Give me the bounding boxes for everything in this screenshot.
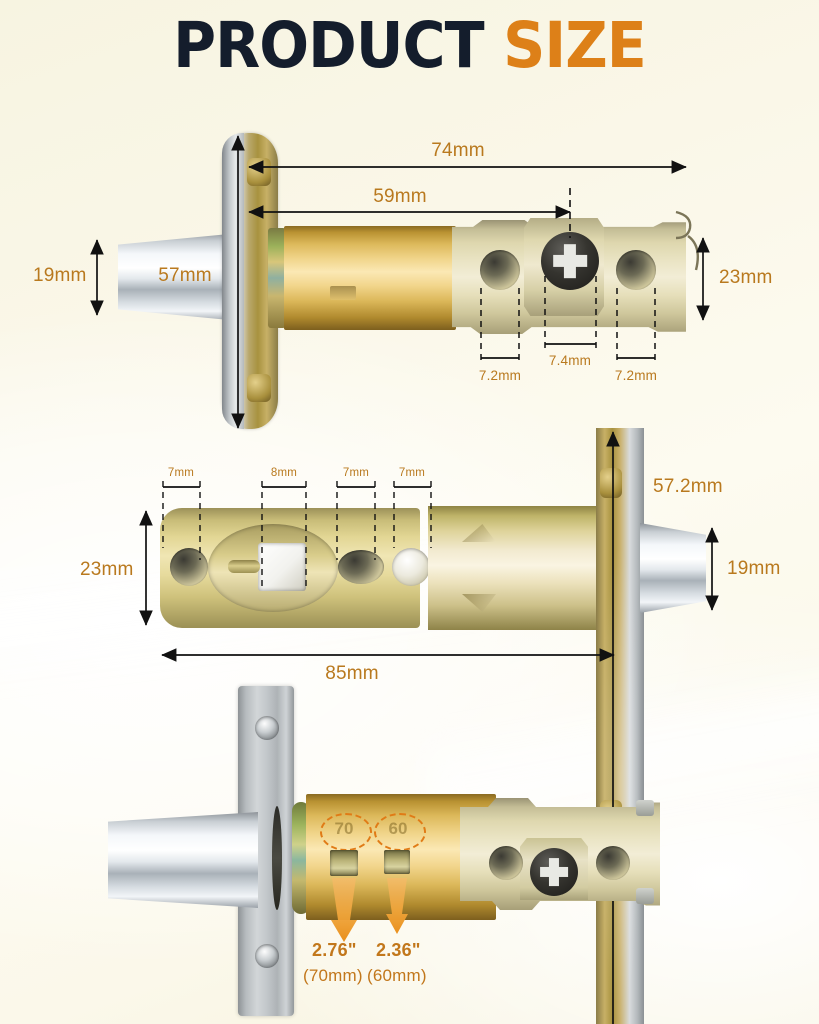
- dim-label-7mm-c: 7mm: [398, 467, 426, 479]
- cross-drive-socket-3: [530, 848, 578, 896]
- marking-window-60-3: [384, 850, 410, 874]
- page-title-word-product: PRODUCT: [173, 9, 484, 82]
- latch-body-brass-1: [284, 226, 456, 330]
- dim-label-7-2mm-left: 7.2mm: [478, 368, 522, 383]
- faceplate-boss-top-1: [247, 158, 271, 186]
- tail-hole-right-1: [616, 250, 656, 290]
- latch-bolt-chrome-2: [640, 523, 706, 613]
- faceplate-2-clip: [596, 428, 644, 1024]
- latch-seam-ring-3: [272, 806, 282, 910]
- housing-square-hole-2: [258, 543, 306, 591]
- housing-pin-2: [228, 560, 260, 573]
- callout-metric-70: (70mm): [303, 966, 363, 985]
- body-stamp-1: [330, 286, 356, 300]
- dim-label-57-2mm: 57.2mm: [653, 476, 723, 497]
- callout-inches-70: 2.76": [312, 940, 357, 960]
- latch-bolt-chrome-3: [108, 812, 258, 908]
- callout-metric-60: (60mm): [367, 966, 427, 985]
- dim-label-7mm-b: 7mm: [342, 467, 370, 479]
- faceplate-rim-1: [222, 133, 244, 429]
- dim-label-23mm-tail: 23mm: [719, 267, 773, 288]
- housing-hole-right-2: [392, 548, 430, 586]
- dim-label-74mm: 74mm: [431, 140, 485, 161]
- dim-label-23mm-housing: 23mm: [80, 559, 134, 580]
- dim-label-7mm-a: 7mm: [167, 467, 195, 479]
- dim-label-19mm-bolt-2: 19mm: [727, 558, 781, 579]
- marking-stamp-70-3: 70: [334, 819, 354, 838]
- faceplate-screwhole-top-3: [255, 716, 279, 740]
- dim-label-19mm-bolt: 19mm: [33, 265, 87, 286]
- tail-hole-left-3: [489, 846, 523, 880]
- dim-label-7-2mm-right: 7.2mm: [614, 368, 658, 383]
- tail-clip-bottom-3: [636, 888, 654, 904]
- dim-label-57mm: 57mm: [158, 265, 212, 286]
- dim-label-7-4mm: 7.4mm: [548, 353, 592, 368]
- latch-collar-3: [292, 802, 310, 914]
- dim-label-59mm: 59mm: [373, 186, 427, 207]
- tail-hole-left-1: [480, 250, 520, 290]
- marking-window-70-3: [330, 850, 358, 876]
- faceplate-round-2: [596, 428, 644, 1024]
- marking-stamp-60-3: 60: [388, 819, 408, 838]
- housing-hole-left-2: [170, 548, 208, 586]
- dim-label-8mm: 8mm: [270, 467, 298, 479]
- housing-hole-mid-2: [338, 550, 384, 584]
- page-title: PRODUCT SIZE: [29, 14, 791, 77]
- faceplate-boss-bottom-1: [247, 374, 271, 402]
- faceplate-screwhole-bottom-3: [255, 944, 279, 968]
- callout-inches-60: 2.36": [376, 940, 421, 960]
- dim-label-85mm: 85mm: [325, 663, 379, 684]
- latch-collar-1: [268, 228, 286, 328]
- tail-hole-right-3: [596, 846, 630, 880]
- latch-body-brass-2: [428, 506, 608, 630]
- faceplate-boss-top-2: [600, 468, 622, 498]
- cross-drive-socket-1: [541, 232, 599, 290]
- page-title-word-size: SIZE: [503, 9, 647, 82]
- tail-clip-top-3: [636, 800, 654, 816]
